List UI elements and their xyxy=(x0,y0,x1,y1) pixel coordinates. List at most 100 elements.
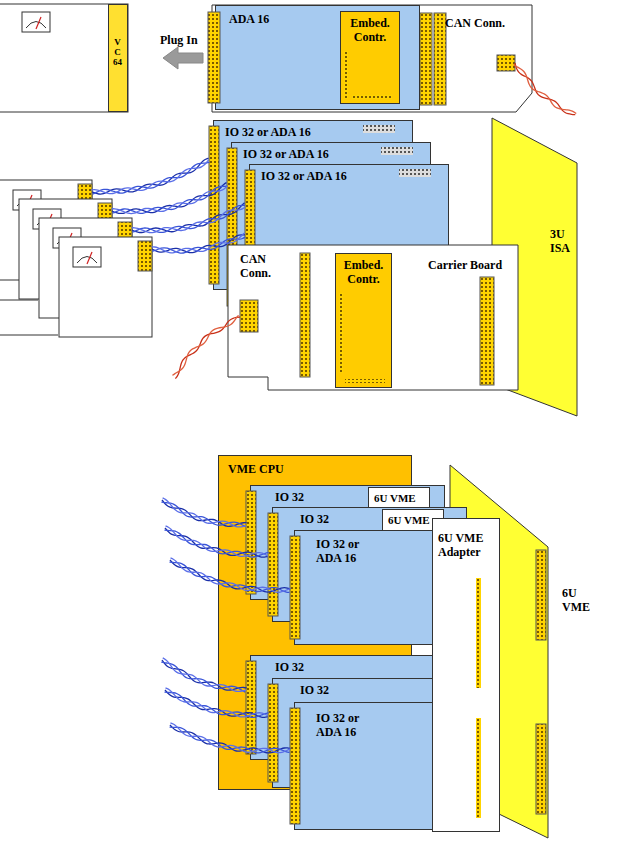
signal-cable xyxy=(132,203,245,233)
board-label: ADA 16 xyxy=(229,13,269,27)
io-board-outline xyxy=(295,531,444,645)
board-label: IO 32 or ADA 16 xyxy=(261,170,347,184)
board-label: IO 32 xyxy=(300,684,329,698)
edge-connector xyxy=(268,684,278,782)
io-board: IO 32 or ADA 16 xyxy=(294,530,444,645)
embedded-controller: Embed. Contr. xyxy=(335,253,392,388)
can-cable xyxy=(175,317,240,379)
pin-row xyxy=(476,578,481,688)
edge-connector xyxy=(480,277,494,385)
carrier-board: CAN Conn. Carrier Board Embed. Contr. xyxy=(228,245,518,390)
edge-connector xyxy=(268,513,278,616)
board-label: IO 32 xyxy=(300,513,329,527)
edge-connector xyxy=(300,253,310,377)
io-board-outline xyxy=(295,703,444,830)
signal-cable xyxy=(170,725,290,753)
measuring-device xyxy=(0,4,128,112)
board-label: 6U VME xyxy=(374,492,416,505)
edge-connector xyxy=(536,724,546,814)
edge-connector xyxy=(420,13,432,105)
board-label: 6U VME Adapter xyxy=(438,532,494,560)
vme-adapter: 6U VME Adapter xyxy=(432,518,500,832)
signal-cable xyxy=(132,207,246,233)
edge-connector xyxy=(290,708,300,824)
signal-cable xyxy=(163,658,246,692)
signal-cable xyxy=(161,662,245,692)
edge-connector xyxy=(434,13,446,105)
edge-connector xyxy=(497,55,515,71)
edge-connector xyxy=(209,126,219,284)
controller-board-outline xyxy=(212,5,532,112)
text-slot: Carrier Board xyxy=(428,259,502,273)
device-edge xyxy=(0,335,58,336)
board-label: VC64 xyxy=(113,38,122,68)
pin-header xyxy=(363,125,395,133)
carrier-board-outline xyxy=(228,245,518,390)
io-board: IO 32 or ADA 16 xyxy=(294,702,444,830)
connector-strip: VC64 xyxy=(108,4,128,112)
signal-cable xyxy=(165,690,268,717)
text-slot: 6U VME xyxy=(562,587,606,615)
edge-connector xyxy=(208,12,220,103)
board-label: 6U VME xyxy=(562,587,606,615)
signal-cable xyxy=(166,688,268,717)
board-label: CAN Conn. xyxy=(445,17,515,31)
plug-in-arrow xyxy=(163,47,203,69)
signal-cable xyxy=(170,560,290,592)
text-slot: VC64 xyxy=(113,38,122,68)
text-slot: 6U VME xyxy=(388,514,430,527)
board-label: Embed. Contr. xyxy=(344,17,396,45)
connector-strip-outline xyxy=(109,5,128,112)
edge-connector xyxy=(290,536,300,639)
can-cable xyxy=(514,65,577,114)
board-label: CAN Conn. xyxy=(240,253,280,281)
board-label: IO 32 xyxy=(275,491,304,505)
pin-row xyxy=(344,51,348,99)
board-label: VME CPU xyxy=(228,463,284,477)
label-slot: Plug In xyxy=(160,34,198,48)
text-slot: IO 32 xyxy=(300,684,329,698)
board-label: IO 32 or ADA 16 xyxy=(225,126,311,140)
signal-cable xyxy=(91,160,208,194)
text-slot: IO 32 or ADA 16 xyxy=(243,148,329,162)
edge-connector xyxy=(240,300,258,332)
signal-cable xyxy=(171,558,291,592)
text-slot: 3U ISA xyxy=(550,228,577,256)
signal-cable xyxy=(112,186,227,213)
board-label: 6U VME xyxy=(388,514,430,527)
board-label: Embed. Contr. xyxy=(339,259,388,287)
edge-connector xyxy=(246,491,256,594)
pin-row xyxy=(345,379,385,383)
board-label: IO 32 or ADA 16 xyxy=(243,148,329,162)
pin-header xyxy=(399,169,431,177)
edge-connector xyxy=(246,661,256,754)
text-slot: Embed. Contr. xyxy=(339,259,388,287)
text-slot: CAN Conn. xyxy=(445,17,515,31)
can-cable xyxy=(173,315,239,375)
signal-cable xyxy=(163,498,246,527)
text-slot: IO 32 or ADA 16 xyxy=(316,538,362,566)
board-label: IO 32 xyxy=(275,661,304,675)
measuring-device xyxy=(59,237,152,337)
text-slot: 6U VME Adapter xyxy=(438,532,494,560)
vme-adapter-outline xyxy=(433,519,500,832)
text-slot: IO 32 xyxy=(300,513,329,527)
text-slot: VME CPU xyxy=(228,463,284,477)
edge-connector xyxy=(536,550,546,640)
text-slot: IO 32 or ADA 16 xyxy=(225,126,311,140)
embedded-controller-outline xyxy=(336,254,392,388)
embedded-controller: Embed. Contr. xyxy=(340,11,400,104)
io-board-outline xyxy=(216,6,420,110)
text-slot: 6U VME xyxy=(374,492,416,505)
embedded-controller-outline xyxy=(341,12,400,104)
signal-cable xyxy=(112,186,228,213)
board-label: 3U ISA xyxy=(550,228,577,256)
signal-cable xyxy=(112,183,226,214)
pin-row xyxy=(352,95,392,99)
text-slot: CAN Conn. xyxy=(240,253,280,281)
signal-cable xyxy=(132,205,245,232)
signal-cable xyxy=(165,528,268,557)
text-slot: IO 32 xyxy=(275,661,304,675)
signal-cable xyxy=(169,562,289,592)
